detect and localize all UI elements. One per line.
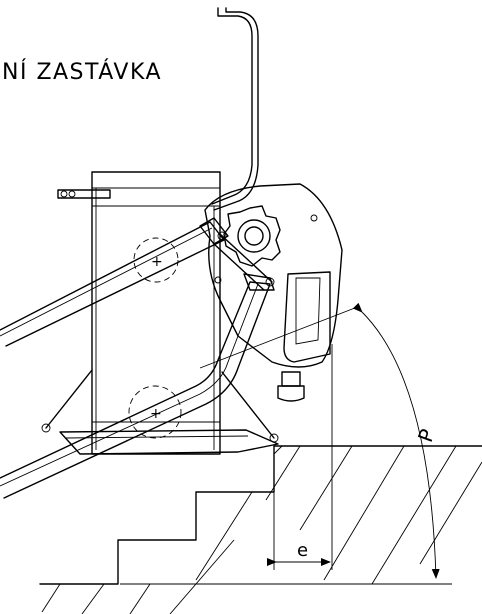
footrest-platform	[59, 429, 279, 455]
seat-column	[57, 171, 221, 455]
offset-dimension: e	[267, 344, 333, 570]
svg-text:+: +	[150, 406, 162, 422]
lower-arm: +	[0, 273, 275, 499]
offset-label: e	[297, 540, 308, 561]
stairs-floor	[39, 445, 482, 614]
drive-housing	[204, 183, 343, 402]
svg-text:+: +	[151, 254, 163, 270]
handrail	[211, 7, 259, 211]
angle-dimension: P	[120, 302, 452, 585]
angle-label: P	[413, 426, 440, 446]
upper-arm: +	[0, 217, 229, 347]
drawing-title: NÍ ZASTÁVKA	[2, 59, 162, 85]
gear-wheel	[223, 205, 281, 267]
